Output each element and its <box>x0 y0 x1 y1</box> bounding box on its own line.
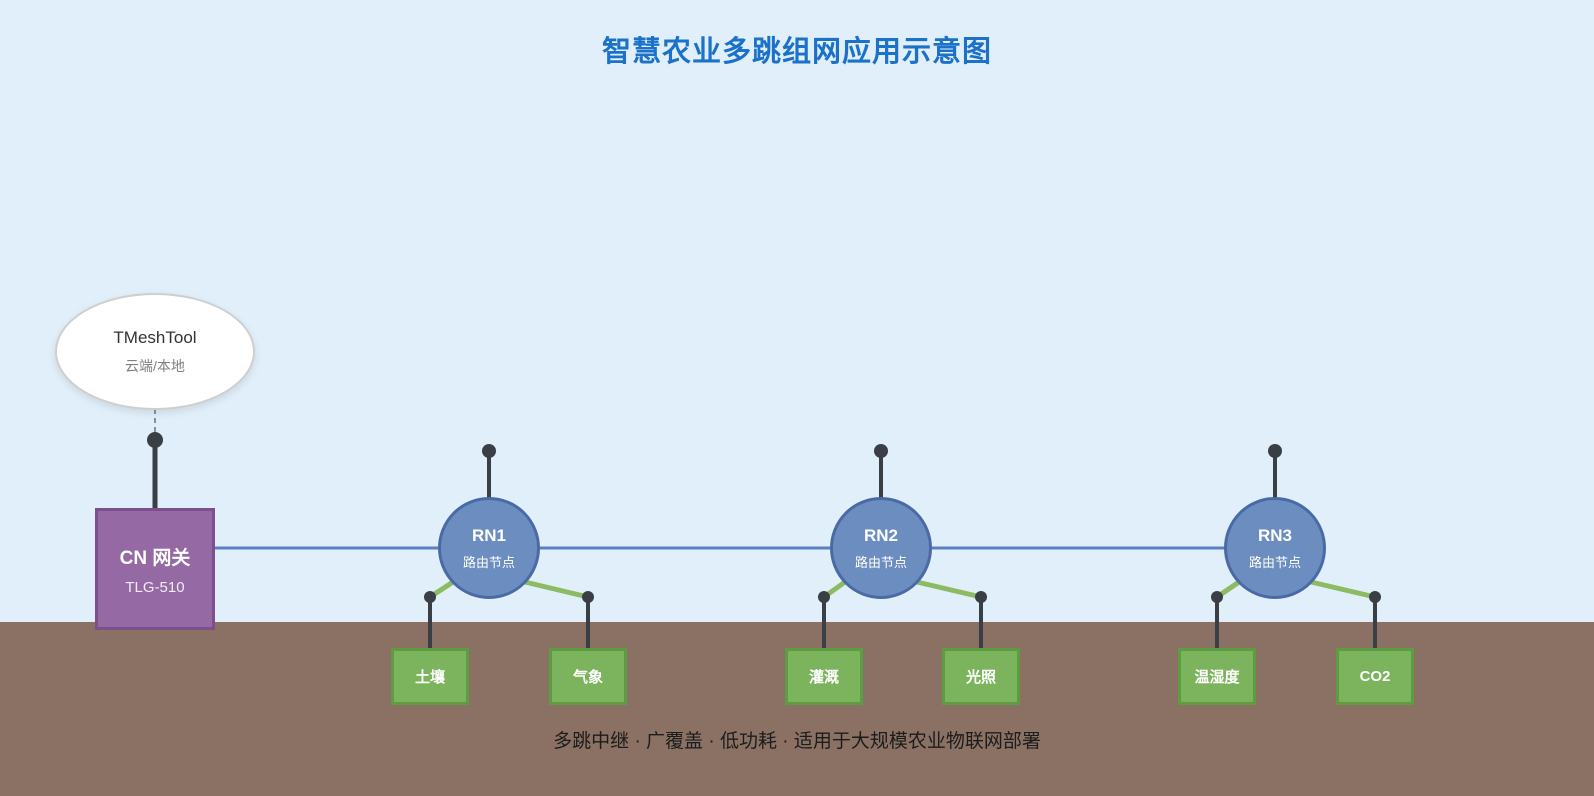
rn3-co2-link <box>1308 579 1378 600</box>
diagram-caption: 多跳中继 · 广覆盖 · 低功耗 · 适用于大规模农业物联网部署 <box>553 731 1041 752</box>
sensor-label: 灌溉 <box>808 669 839 686</box>
rn2-antenna-dot <box>874 444 888 458</box>
router-label: 路由节点 <box>1248 554 1301 570</box>
sensor-node-soil: 土壤 <box>391 648 469 705</box>
light-dot <box>975 591 987 603</box>
router-id: RN2 <box>863 525 898 545</box>
sensor-label: CO2 <box>1359 668 1391 685</box>
sensor-node-irrigation: 灌溉 <box>785 648 863 705</box>
router-id: RN3 <box>1257 525 1292 545</box>
irrigation-dot <box>818 591 830 603</box>
temp-humidity-dot <box>1211 591 1223 603</box>
sensor-label: 气象 <box>572 669 603 686</box>
co2-dot <box>1369 591 1381 603</box>
router-label: 路由节点 <box>462 554 515 570</box>
sensor-node-light: 光照 <box>942 648 1020 705</box>
gateway-node: CN 网关 TLG-510 <box>95 508 215 630</box>
soil-dot <box>424 591 436 603</box>
router-node-rn2: RN2 路由节点 <box>830 497 932 599</box>
rn3-antenna-dot <box>1268 444 1282 458</box>
gateway-antenna-dot <box>147 432 163 448</box>
router-label: 路由节点 <box>854 554 907 570</box>
sensor-label: 光照 <box>965 669 996 686</box>
rn1-weather-link <box>522 579 591 600</box>
gateway-name: CN 网关 <box>119 547 191 569</box>
rn1-antenna-dot <box>482 444 496 458</box>
tmeshtool-subtitle: 云端/本地 <box>125 357 185 374</box>
router-node-rn1: RN1 路由节点 <box>438 497 540 599</box>
tmeshtool-node: TMeshTool 云端/本地 <box>55 293 255 410</box>
router-id: RN1 <box>471 525 506 545</box>
sensor-label: 土壤 <box>414 669 445 686</box>
sensor-node-weather: 气象 <box>549 648 627 705</box>
rn2-light-link <box>914 579 984 600</box>
gateway-model: TLG-510 <box>125 578 185 596</box>
sensor-node-co2: CO2 <box>1336 648 1414 705</box>
router-node-rn3: RN3 路由节点 <box>1224 497 1326 599</box>
sensor-label: 温湿度 <box>1194 669 1240 686</box>
tmeshtool-name: TMeshTool <box>113 327 197 347</box>
diagram-title: 智慧农业多跳组网应用示意图 <box>601 36 992 68</box>
sensor-node-temp-humidity: 温湿度 <box>1178 648 1256 705</box>
weather-dot <box>582 591 594 603</box>
